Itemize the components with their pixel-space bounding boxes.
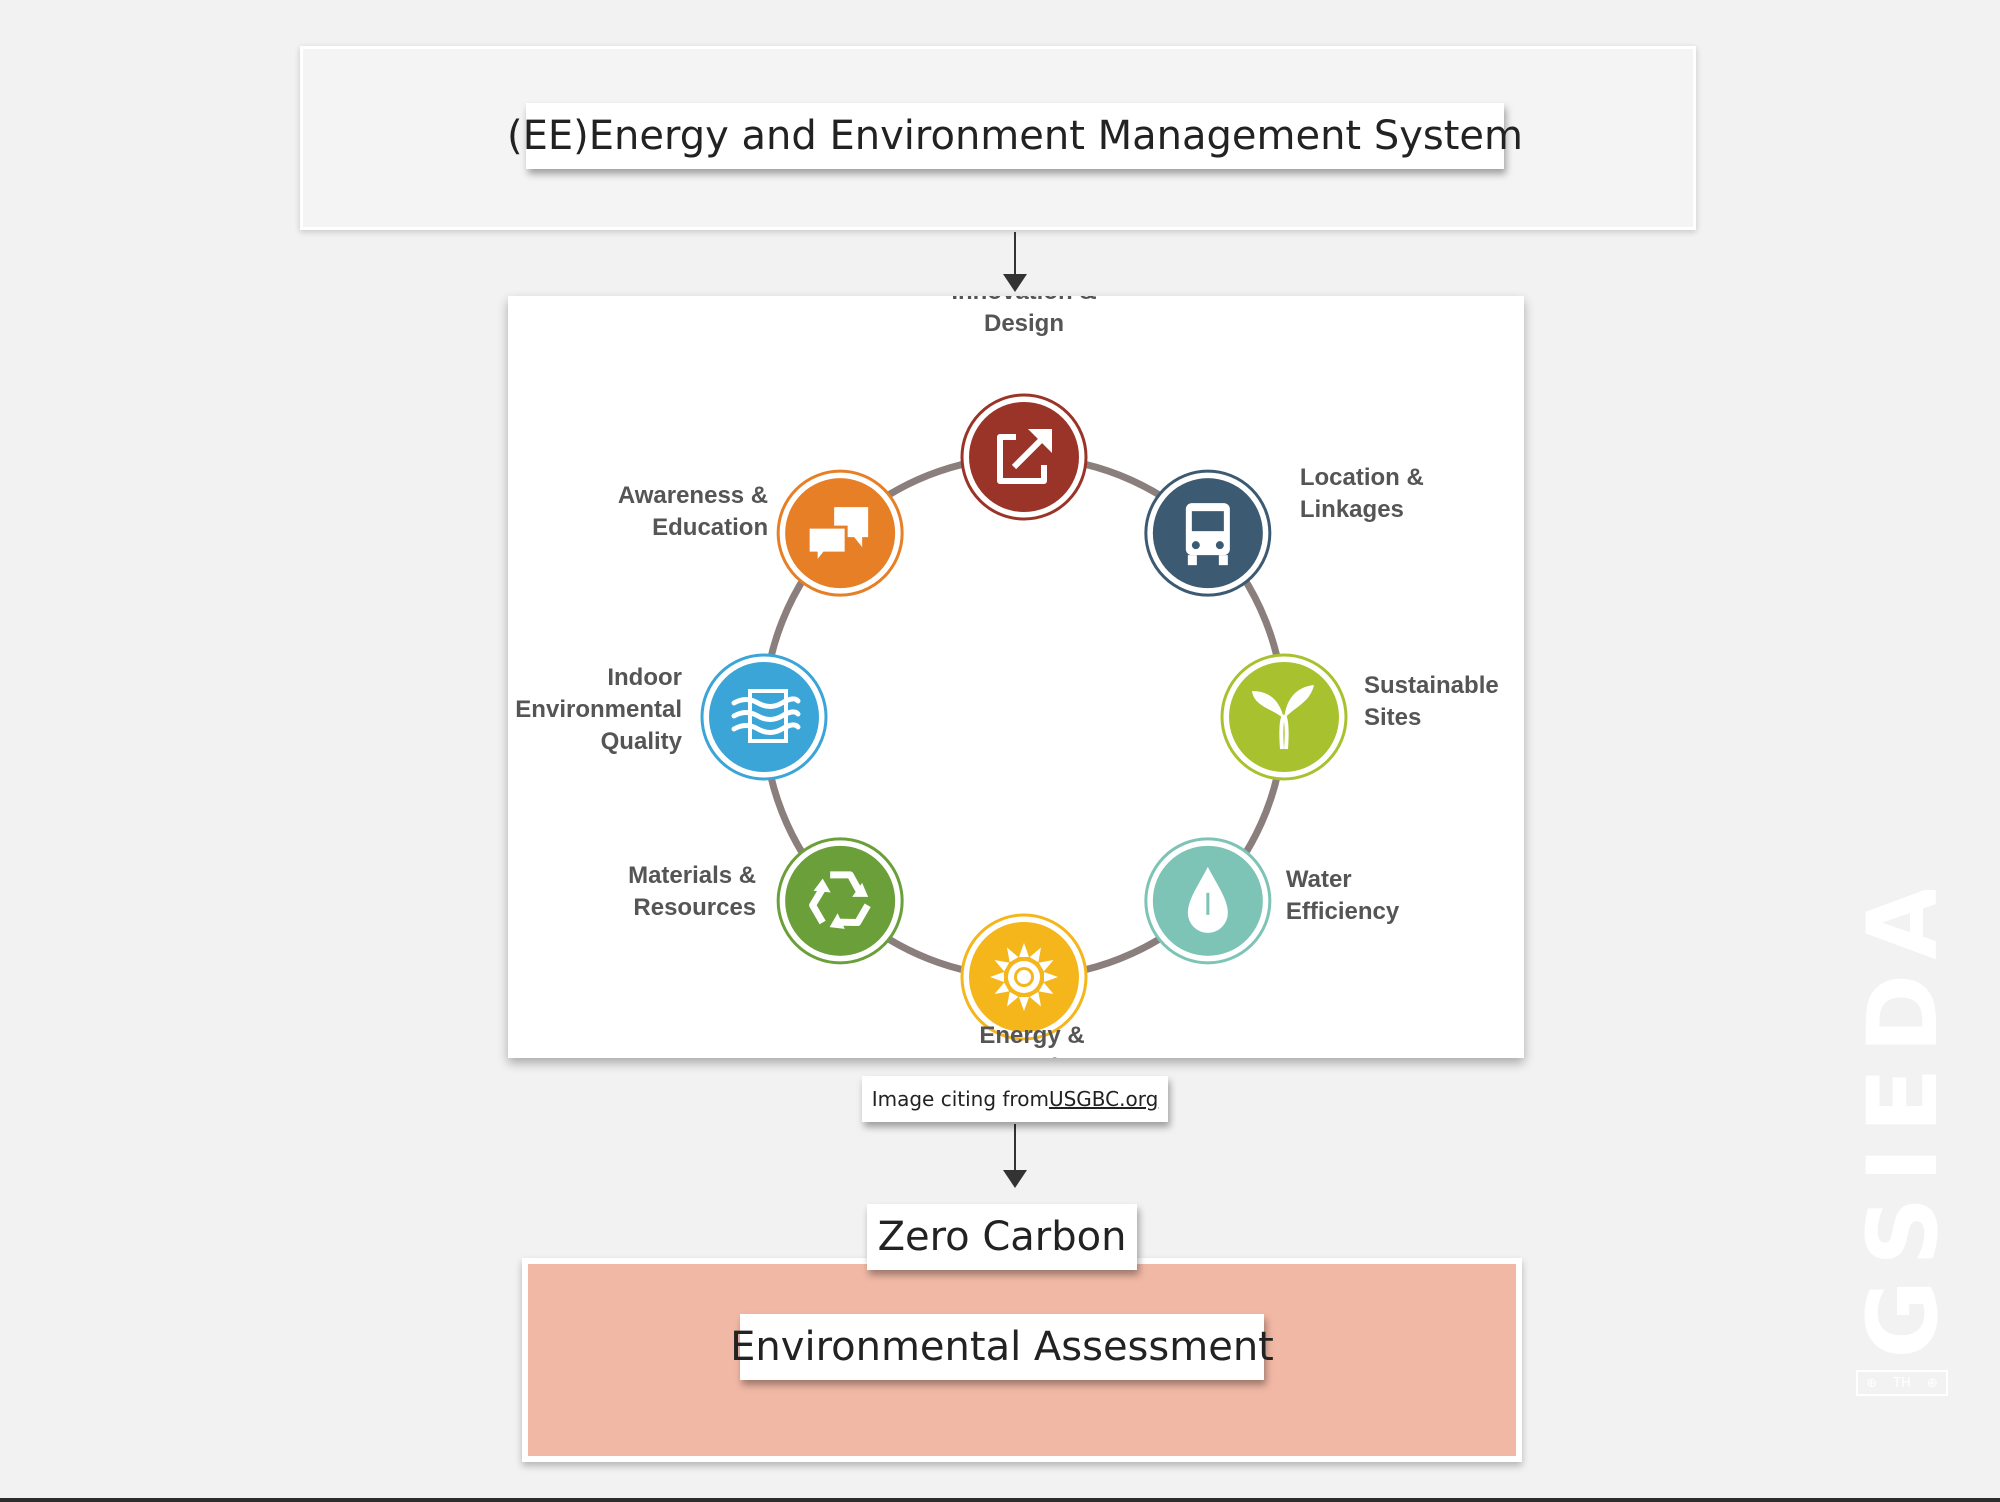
citation-link[interactable]: USGBC.org (1048, 1087, 1159, 1111)
category-node-indoor (700, 653, 828, 781)
water-drop-icon (1187, 866, 1228, 933)
category-label-line: Location & (1300, 464, 1424, 491)
air-flow-icon (731, 689, 801, 743)
bottom-border (0, 1498, 2000, 1502)
category-label-line: Environmental (515, 696, 682, 723)
recycle-icon (809, 871, 871, 929)
category-label-line: Innovation & (951, 296, 1096, 305)
zero-carbon-label: Zero Carbon (867, 1204, 1137, 1270)
watermark-badge-right: ⊕ (1927, 1375, 1938, 1391)
category-node-sustainable (1220, 653, 1348, 781)
down-arrow-top (1003, 232, 1027, 292)
watermark-text: GSIEDA (1856, 890, 1950, 1359)
category-label-energy: Energy & Atmosphere (962, 1022, 1102, 1058)
category-node-water (1144, 837, 1272, 965)
category-label-line: Water (1286, 866, 1352, 893)
image-citation: Image citing from USGBC.org (862, 1076, 1168, 1122)
category-label-line: Sustainable (1364, 672, 1499, 699)
chat-bubbles-icon (806, 507, 869, 568)
down-arrow-bottom (1003, 1124, 1027, 1188)
category-label-line: Design (984, 310, 1064, 337)
category-label-line: Efficiency (1286, 898, 1400, 925)
category-label-line: Education (652, 514, 768, 541)
category-node-awareness (776, 469, 904, 597)
environmental-assessment-label: Environmental Assessment (730, 1314, 1274, 1380)
category-node-materials (776, 837, 904, 965)
sprout-icon (1252, 685, 1314, 750)
category-label-line: Energy & (979, 1022, 1084, 1049)
watermark-badge-left: ⊕ (1866, 1375, 1877, 1391)
category-node-location (1144, 469, 1272, 597)
bus-icon (1185, 503, 1230, 566)
category-label-line: Quality (601, 728, 683, 755)
category-label-awareness: Awareness & Education (618, 482, 768, 541)
category-label-location: Location & Linkages (1300, 464, 1424, 523)
category-label-materials: Materials & Resources (628, 862, 756, 921)
category-label-line: Awareness & (618, 482, 768, 509)
category-node-energy (960, 913, 1088, 1041)
watermark-logo: GSIEDA ⊕ TH ⊕ (1856, 890, 1950, 1410)
sun-icon (990, 943, 1058, 1011)
watermark-badge-mid: TH (1893, 1375, 1911, 1391)
node-fill (785, 845, 896, 956)
category-label-line: Linkages (1300, 496, 1404, 523)
category-label-line: Sites (1364, 704, 1421, 731)
category-label-line: Indoor (607, 664, 682, 691)
category-node-innovation (960, 393, 1088, 521)
category-label-line: Materials & (628, 862, 756, 889)
category-label-line: Resources (633, 894, 756, 921)
page-title: (EE)Energy and Environment Management Sy… (507, 103, 1523, 169)
category-label-innovation: Innovation & Design (951, 296, 1096, 337)
external-link-icon (997, 429, 1052, 484)
citation-prefix: Image citing from (871, 1087, 1049, 1111)
category-label-line: Atmosphere (962, 1054, 1102, 1058)
watermark-badge: ⊕ TH ⊕ (1856, 1370, 1948, 1396)
